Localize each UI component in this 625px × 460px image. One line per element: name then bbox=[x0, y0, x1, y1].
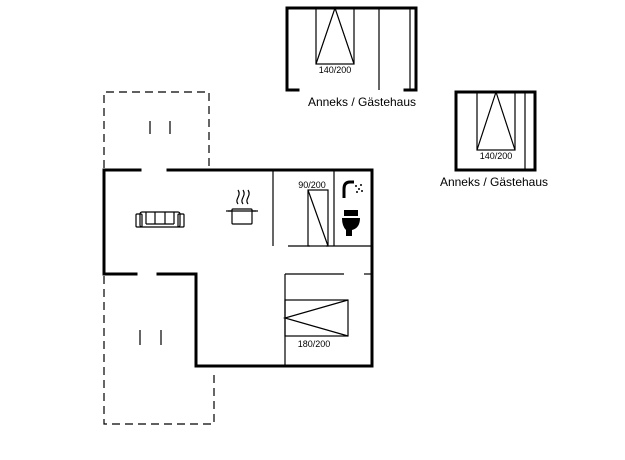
toilet-icon bbox=[342, 210, 360, 236]
single-bed: 90/200 bbox=[298, 180, 329, 247]
annex-top-name: Anneks / Gästehaus bbox=[308, 95, 416, 109]
annex-right: 140/200 Anneks / Gästehaus bbox=[440, 90, 548, 189]
double-bed: 180/200 bbox=[282, 299, 349, 349]
main-house bbox=[102, 168, 374, 368]
cooking-pot-icon bbox=[226, 189, 258, 225]
shower-icon bbox=[342, 180, 363, 198]
terrace-bottom bbox=[103, 276, 215, 425]
terrace-top bbox=[103, 91, 210, 168]
annex-right-name: Anneks / Gästehaus bbox=[440, 175, 548, 189]
annex-top-bed-label: 140/200 bbox=[319, 65, 352, 75]
sofa-icon bbox=[135, 211, 185, 228]
annex-right-bed-label: 140/200 bbox=[480, 151, 513, 161]
annex-top: 140/200 Anneks / Gästehaus bbox=[285, 6, 418, 109]
single-bed-label: 90/200 bbox=[298, 180, 326, 190]
double-bed-label: 180/200 bbox=[298, 339, 331, 349]
